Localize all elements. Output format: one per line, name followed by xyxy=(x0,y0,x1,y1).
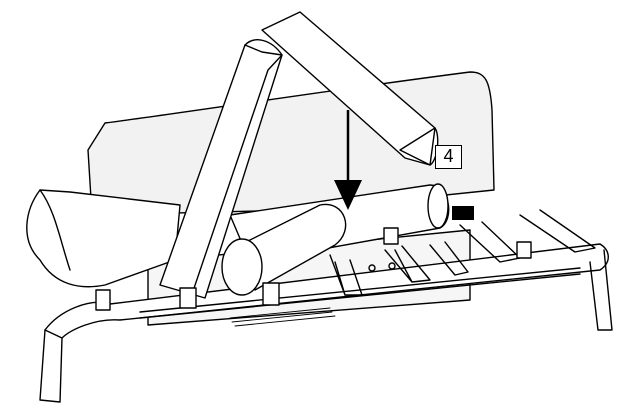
grate-prong xyxy=(329,254,363,296)
support-clip xyxy=(516,241,532,259)
log-top-end xyxy=(399,127,436,166)
step-number-label: 4 xyxy=(435,145,462,169)
burner-slots xyxy=(229,307,336,327)
burner-grille xyxy=(452,206,474,220)
grate-prong xyxy=(519,209,596,253)
grate-left-leg xyxy=(39,329,63,403)
grate-prong xyxy=(459,221,521,263)
down-arrow-icon xyxy=(334,110,362,210)
grate-front-bar xyxy=(44,243,609,339)
log-left-edge xyxy=(39,189,71,271)
burner-port-left xyxy=(368,264,376,272)
grate-right-leg xyxy=(589,249,613,331)
grate-prong xyxy=(429,241,469,276)
log-left xyxy=(26,189,181,288)
log-center-end xyxy=(427,183,449,229)
support-clip xyxy=(95,289,111,311)
grate-prong xyxy=(384,245,431,283)
support-clip xyxy=(383,227,399,245)
support-clip xyxy=(179,287,197,309)
support-clip xyxy=(262,282,280,306)
log-leaning-face xyxy=(189,44,283,301)
log-round-end xyxy=(221,238,263,296)
